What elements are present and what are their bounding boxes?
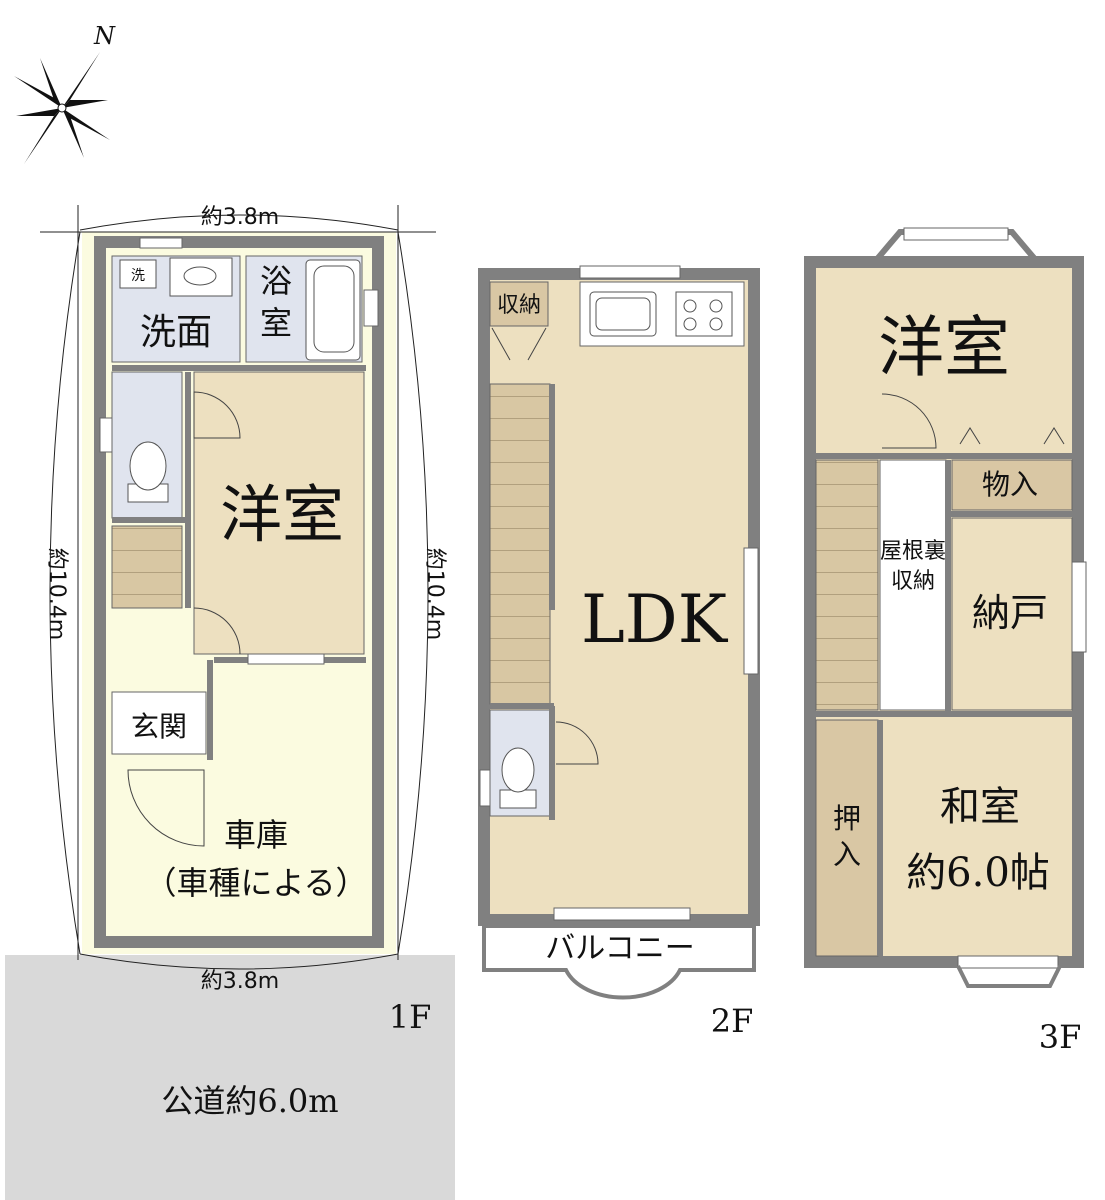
room-closet-3f: 物入	[982, 468, 1038, 501]
room-japanese-3f: 和室	[940, 784, 1020, 830]
room-entrance-1f: 玄関	[131, 710, 187, 743]
dim-bottom-1f: 約3.8m	[201, 969, 279, 994]
room-western-3f: 洋室	[878, 309, 1010, 386]
room-garage-1f: 車庫	[224, 816, 288, 854]
room-attic-3f-line2: 収納	[891, 569, 935, 594]
floor-label-3f: 3F	[1039, 1018, 1082, 1056]
floor-2f	[478, 265, 760, 1000]
compass-north-label: N	[93, 22, 116, 50]
road-label: 公道約6.0m	[161, 1082, 338, 1120]
room-balcony-2f: バルコニー	[545, 931, 694, 966]
compass-rose-icon	[14, 52, 110, 164]
room-oshiire-3f-line1: 押	[833, 802, 861, 835]
room-laundry-1f: 洗	[131, 268, 145, 284]
floor-label-1f: 1F	[389, 998, 432, 1036]
room-oshiire-3f-line2: 入	[833, 838, 861, 871]
floor-1f	[40, 205, 436, 970]
room-bath-1f-line2: 室	[260, 304, 292, 342]
room-bath-1f-line1: 浴	[260, 262, 292, 300]
floor-3f	[804, 227, 1087, 988]
dim-left-1f: 約10.4m	[44, 548, 69, 640]
room-western-1f: 洋室	[220, 478, 344, 551]
room-garage-note-1f: （車種による）	[144, 864, 367, 902]
room-storage-2f: 収納	[497, 293, 541, 318]
room-japanese-size-3f: 約6.0帖	[906, 850, 1050, 896]
room-washroom-1f: 洗面	[140, 312, 212, 353]
dim-top-1f: 約3.8m	[201, 205, 279, 230]
room-ldk-2f: LDK	[581, 581, 729, 658]
road-area	[5, 955, 455, 1200]
dim-right-1f: 約10.4m	[422, 548, 447, 640]
room-attic-3f-line1: 屋根裏	[880, 539, 946, 564]
floor-label-2f: 2F	[711, 1002, 754, 1040]
room-storeroom-3f: 納戸	[972, 591, 1048, 635]
